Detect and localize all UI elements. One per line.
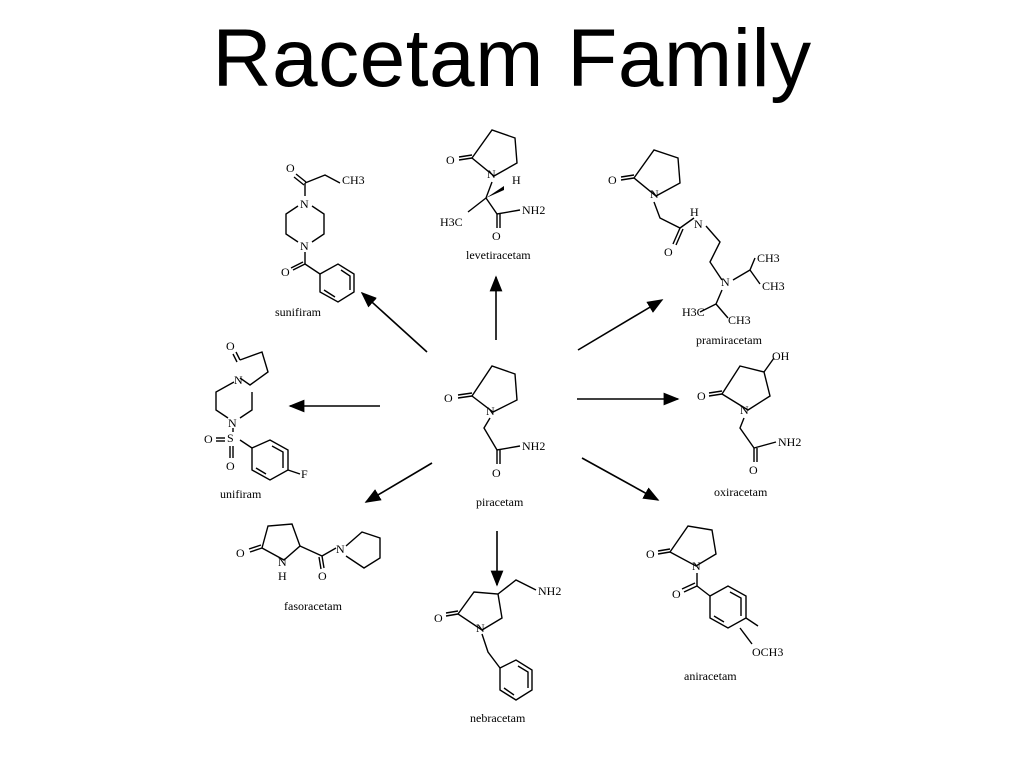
unifiram-atom-o: O — [226, 339, 235, 353]
pramiracetam-atom-n2: N — [694, 217, 703, 231]
sunifiram-atom-n2: N — [300, 239, 309, 253]
pramiracetam-atom-ch3-b: CH3 — [762, 279, 785, 293]
pramiracetam-atom-ch3-a: CH3 — [757, 251, 780, 265]
aniracetam-atom-n: N — [692, 559, 701, 573]
pramiracetam-atom-ch3-c: CH3 — [728, 313, 751, 327]
unifiram-atom-s: S — [227, 431, 234, 445]
arrow-to-aniracetam — [581, 457, 660, 501]
piracetam-label: piracetam — [476, 495, 524, 509]
oxiracetam-structure: OH O N O NH2 oxiracetam — [697, 349, 801, 499]
piracetam-structure: O N O NH2 piracetam — [444, 365, 545, 509]
fasoracetam-atom-h: H — [278, 569, 287, 583]
levetiracetam-label: levetiracetam — [466, 248, 531, 262]
oxiracetam-atom-nh2: NH2 — [778, 435, 801, 449]
unifiram-atom-o3: O — [226, 459, 235, 473]
oxiracetam-atom-n: N — [740, 403, 749, 417]
pramiracetam-structure: O N O H N N CH3 CH3 H3C CH3 pramiracetam — [608, 149, 785, 347]
unifiram-atom-n2: N — [228, 416, 237, 430]
fasoracetam-atom-o2: O — [318, 569, 327, 583]
piracetam-atom-nh2: NH2 — [522, 439, 545, 453]
sunifiram-atom-o2: O — [281, 265, 290, 279]
sunifiram-atom-ch3: CH3 — [342, 173, 365, 187]
aniracetam-structure: O N O OCH3 aniracetam — [646, 525, 783, 683]
fasoracetam-label: fasoracetam — [284, 599, 343, 613]
aniracetam-atom-o2: O — [672, 587, 681, 601]
unifiram-atom-f: F — [301, 467, 308, 481]
oxiracetam-atom-o2: O — [749, 463, 758, 477]
levetiracetam-atom-n: N — [487, 167, 496, 181]
pramiracetam-label: pramiracetam — [696, 333, 763, 347]
sunifiram-atom-o: O — [286, 161, 295, 175]
levetiracetam-structure: O N H O NH2 H3C levetiracetam — [440, 129, 545, 262]
fasoracetam-structure: O N H O N fasoracetam — [236, 523, 381, 613]
sunifiram-atom-n1: N — [300, 197, 309, 211]
arrow-to-sunifiram — [360, 291, 428, 353]
arrow-to-fasoracetam — [364, 462, 433, 503]
arrows — [288, 275, 680, 587]
aniracetam-atom-och3: OCH3 — [752, 645, 783, 659]
slide-title: Racetam Family — [212, 13, 812, 104]
pramiracetam-atom-o: O — [608, 173, 617, 187]
piracetam-atom-o2: O — [492, 466, 501, 480]
fasoracetam-atom-n2: N — [336, 542, 345, 556]
unifiram-atom-o2: O — [204, 432, 213, 446]
nebracetam-label: nebracetam — [470, 711, 526, 725]
oxiracetam-label: oxiracetam — [714, 485, 768, 499]
pramiracetam-atom-h: H — [690, 205, 699, 219]
levetiracetam-atom-nh2: NH2 — [522, 203, 545, 217]
sunifiram-label: sunifiram — [275, 305, 322, 319]
levetiracetam-atom-o: O — [446, 153, 455, 167]
fasoracetam-atom-n: N — [278, 555, 287, 569]
pramiracetam-atom-h3c: H3C — [682, 305, 705, 319]
arrow-to-pramiracetam — [577, 299, 664, 351]
nebracetam-atom-o: O — [434, 611, 443, 625]
pramiracetam-atom-o2: O — [664, 245, 673, 259]
oxiracetam-atom-oh: OH — [772, 349, 790, 363]
fasoracetam-atom-o: O — [236, 546, 245, 560]
nebracetam-atom-n: N — [476, 621, 485, 635]
unifiram-atom-n1: N — [234, 373, 243, 387]
levetiracetam-atom-h: H — [512, 173, 521, 187]
nebracetam-structure: O NH2 N nebracetam — [434, 579, 561, 725]
levetiracetam-atom-h3c: H3C — [440, 215, 463, 229]
aniracetam-atom-o: O — [646, 547, 655, 561]
aniracetam-label: aniracetam — [684, 669, 737, 683]
pramiracetam-atom-n3: N — [721, 275, 730, 289]
unifiram-label: unifiram — [220, 487, 262, 501]
piracetam-atom-n: N — [486, 404, 495, 418]
sunifiram-structure: O CH3 N N O sunifiram — [275, 161, 365, 319]
piracetam-atom-o: O — [444, 391, 453, 405]
nebracetam-atom-nh2: NH2 — [538, 584, 561, 598]
levetiracetam-atom-o2: O — [492, 229, 501, 243]
oxiracetam-atom-o: O — [697, 389, 706, 403]
pramiracetam-atom-n: N — [650, 187, 659, 201]
unifiram-structure: O N N S O O F unifiram — [204, 339, 308, 501]
